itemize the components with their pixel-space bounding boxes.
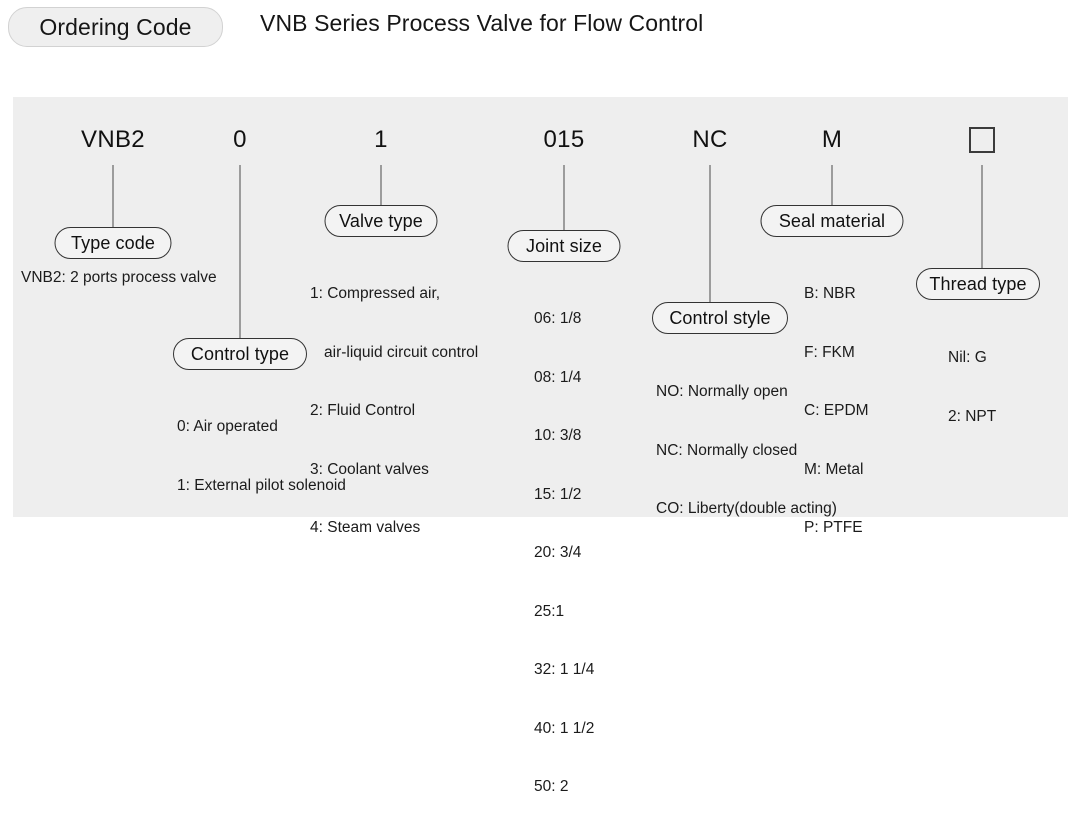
ordering-code-diagram: VNB2 0 1 015 NC M Type code VNB2: 2 port…: [13, 97, 1068, 795]
option-item: F: FKM: [804, 343, 855, 361]
option-item: 06: 1/8: [534, 310, 582, 327]
ordering-code-badge: Ordering Code: [8, 7, 223, 47]
section-label-joint-size: Joint size: [507, 230, 621, 262]
section-label-valve-type: Valve type: [324, 205, 438, 237]
section-label-seal-material: Seal material: [760, 205, 904, 237]
leader-line-valve-type: [380, 165, 382, 205]
option-item: NC: Normally closed: [656, 441, 798, 459]
section-options-valve-type: 1: Compressed air, air-liquid circuit co…: [310, 245, 478, 577]
leader-line-control-style: [709, 165, 711, 302]
section-label-control-style: Control style: [652, 302, 788, 334]
code-token-seal-material: M: [821, 126, 843, 153]
leader-line-joint-size: [563, 165, 565, 230]
option-item: NO: Normally open: [656, 383, 788, 400]
option-item: 2: NPT: [948, 407, 997, 425]
option-item: 40: 1 1/2: [534, 719, 595, 737]
option-item: 50: 2: [534, 778, 569, 795]
option-item: 10: 3/8: [534, 427, 582, 444]
code-token-valve-type: 1: [374, 126, 388, 153]
option-item: 32: 1 1/4: [534, 661, 595, 678]
leader-line-seal-material: [831, 165, 833, 205]
option-item: Nil: G: [948, 349, 987, 366]
section-label-thread-type: Thread type: [916, 268, 1040, 300]
code-token-thread-type-placeholder-box: [969, 127, 995, 153]
option-item: B: NBR: [804, 285, 856, 302]
section-options-control-style: NO: Normally open NC: Normally closed CO…: [656, 343, 837, 558]
code-token-control-style: NC: [692, 126, 728, 153]
option-item: 1: Compressed air,: [310, 285, 441, 302]
section-note-type-code: VNB2: 2 ports process valve: [21, 269, 217, 286]
code-token-type-code: VNB2: [81, 126, 145, 153]
page-header: Ordering Code VNB Series Process Valve f…: [0, 0, 1080, 60]
option-item: 0: Air operated: [177, 418, 278, 435]
section-label-type-code: Type code: [54, 227, 172, 259]
option-item: 08: 1/4: [534, 368, 582, 386]
option-item: 20: 3/4: [534, 544, 582, 561]
option-item: M: Metal: [804, 460, 864, 478]
leader-line-type-code: [112, 165, 114, 227]
option-item: 2: Fluid Control: [310, 402, 416, 419]
leader-line-control-type: [239, 165, 241, 338]
code-token-control-type: 0: [233, 126, 247, 153]
option-item: C: EPDM: [804, 402, 869, 419]
option-item: 25:1: [534, 602, 565, 620]
option-item: 15: 1/2: [534, 485, 582, 503]
option-item: 3: Coolant valves: [310, 460, 429, 478]
section-options-joint-size: 06: 1/8 08: 1/4 10: 3/8 15: 1/2 20: 3/4 …: [534, 270, 594, 836]
leader-line-thread-type: [981, 165, 983, 268]
section-options-thread-type: Nil: G 2: NPT: [948, 309, 996, 465]
option-item-continuation: air-liquid circuit control: [324, 343, 479, 361]
option-item: 1: External pilot solenoid: [177, 476, 346, 494]
option-item: CO: Liberty(double acting): [656, 500, 837, 517]
section-options-control-type: 0: Air operated 1: External pilot soleno…: [177, 378, 346, 534]
code-token-joint-size: 015: [543, 126, 585, 153]
section-options-seal-material: B: NBR F: FKM C: EPDM M: Metal P: PTFE: [804, 245, 869, 577]
page-title: VNB Series Process Valve for Flow Contro…: [260, 10, 704, 36]
section-label-control-type: Control type: [173, 338, 307, 370]
